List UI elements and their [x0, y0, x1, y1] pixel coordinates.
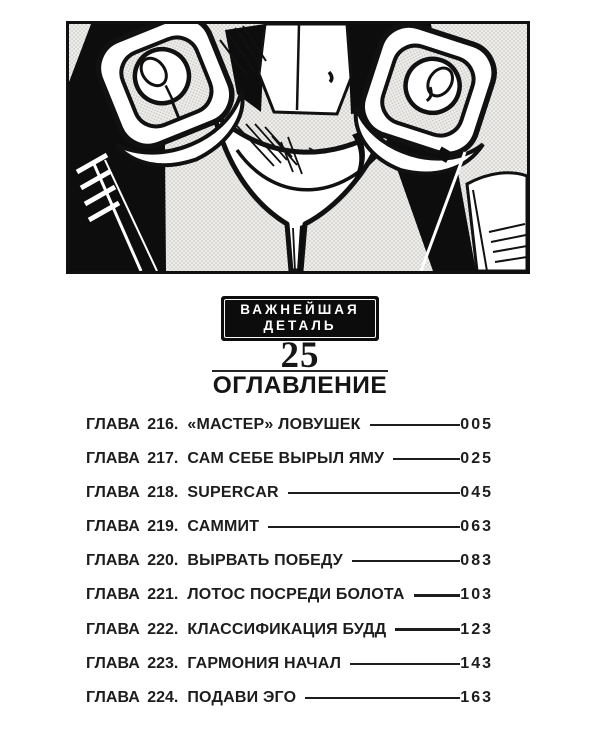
leader-line: [287, 492, 461, 495]
badge-line-1: ВАЖНЕЙШАЯ: [240, 302, 360, 317]
toc-row: ГЛАВА 224. ПОДАВИ ЭГО 163: [86, 687, 491, 709]
leader-line: [305, 696, 461, 699]
series-badge-frame: ВАЖНЕЙШАЯ ДЕТАЛЬ: [224, 299, 376, 338]
chapter-title: ВЫРВАТЬ ПОБЕДУ: [187, 552, 343, 570]
chapter-label: ГЛАВА 222.: [86, 620, 179, 638]
chapter-title: «МАСТЕР» ЛОВУШЕК: [187, 416, 361, 433]
leader-line: [268, 526, 461, 529]
leader-line: [351, 560, 461, 563]
manga-panel-artwork: [66, 21, 530, 274]
toc-heading: ОГЛАВЛЕНИЕ: [212, 372, 388, 399]
chapter-title: САММИТ: [187, 518, 260, 536]
chapter-label: ГЛАВА 224.: [86, 688, 179, 706]
leader-line: [369, 423, 461, 427]
chapter-page-number: 025: [460, 450, 493, 468]
chapter-page-number: 083: [460, 552, 493, 570]
chapter-page-number: 123: [460, 620, 493, 638]
chapter-label: ГЛАВА 220.: [86, 552, 179, 570]
chapter-title: КЛАССИФИКАЦИЯ БУДД: [187, 620, 387, 638]
chapter-page-number: 063: [460, 518, 493, 536]
leader-line: [395, 628, 461, 631]
toc-row: ГЛАВА 216. «МАСТЕР» ЛОВУШЕК 005: [86, 414, 491, 436]
chapter-title: SUPERCAR: [187, 484, 279, 502]
toc-row: ГЛАВА 223. ГАРМОНИЯ НАЧАЛ 143: [86, 653, 491, 675]
leader-line: [393, 458, 461, 461]
chapter-page-number: 045: [460, 484, 493, 502]
chapter-label: ГЛАВА 219.: [86, 518, 179, 536]
chapter-label: ГЛАВА 218.: [86, 484, 179, 502]
toc-row: ГЛАВА 220. ВЫРВАТЬ ПОБЕДУ 083: [86, 550, 491, 572]
volume-number: 25: [280, 335, 320, 376]
chapter-title: ГАРМОНИЯ НАЧАЛ: [187, 654, 342, 672]
chapter-list: ГЛАВА 216. «МАСТЕР» ЛОВУШЕК 005 ГЛАВА 21…: [86, 414, 491, 721]
chapter-label: ГЛАВА 223.: [86, 654, 179, 672]
leader-line: [413, 594, 461, 597]
chapter-page-number: 005: [460, 416, 493, 433]
chapter-title: ПОДАВИ ЭГО: [187, 688, 297, 706]
toc-row: ГЛАВА 221. ЛОТОС ПОСРЕДИ БОЛОТА 103: [86, 584, 491, 606]
chapter-page-number: 163: [460, 688, 493, 706]
chapter-label: ГЛАВА 216.: [86, 416, 179, 433]
chapter-page-number: 103: [460, 586, 493, 604]
chapter-title: САМ СЕБЕ ВЫРЫЛ ЯМУ: [187, 450, 385, 468]
manga-artwork-drawing: [69, 24, 527, 271]
series-badge: ВАЖНЕЙШАЯ ДЕТАЛЬ: [221, 296, 379, 341]
toc-row: ГЛАВА 222. КЛАССИФИКАЦИЯ БУДД 123: [86, 619, 491, 641]
toc-row: ГЛАВА 219. САММИТ 063: [86, 516, 491, 538]
badge-line-2: ДЕТАЛЬ: [263, 317, 337, 333]
toc-row: ГЛАВА 218. SUPERCAR 045: [86, 482, 491, 504]
chapter-label: ГЛАВА 217.: [86, 450, 179, 468]
leader-line: [350, 662, 461, 665]
chapter-page-number: 143: [460, 654, 493, 672]
heading-divider-line: [212, 370, 388, 372]
toc-row: ГЛАВА 217. САМ СЕБЕ ВЫРЫЛ ЯМУ 025: [86, 448, 491, 470]
chapter-label: ГЛАВА 221.: [86, 586, 179, 604]
chapter-title: ЛОТОС ПОСРЕДИ БОЛОТА: [187, 586, 405, 604]
